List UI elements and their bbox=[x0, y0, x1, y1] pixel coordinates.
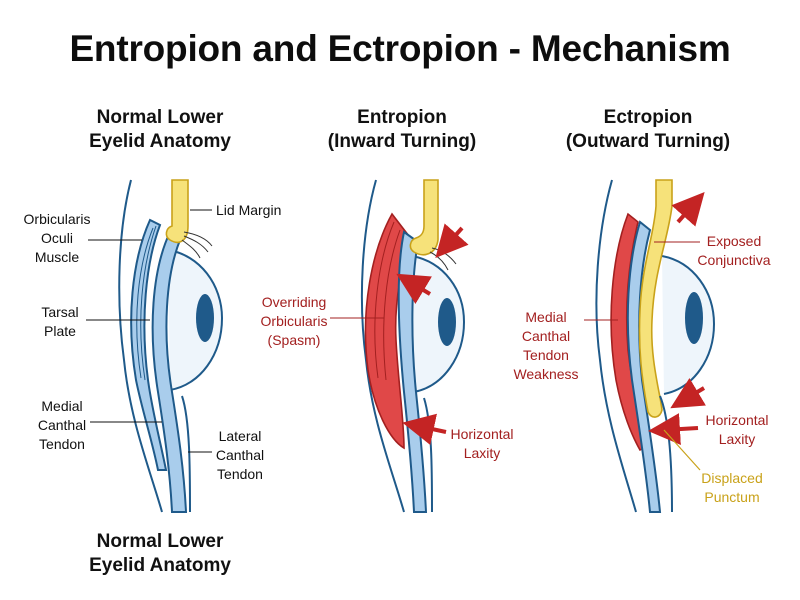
normal-skin-outline bbox=[118, 179, 163, 513]
label-ect-medial-3: Tendon bbox=[523, 347, 569, 363]
label-punctum-1: Displaced bbox=[701, 470, 762, 486]
panel-title-normal: Normal Lower Eyelid Anatomy bbox=[45, 106, 275, 154]
entropion-lid-margin bbox=[409, 179, 439, 256]
label-medial-3: Tendon bbox=[39, 436, 85, 452]
label-lateral-2: Canthal bbox=[216, 447, 264, 463]
label-medial-1: Medial bbox=[41, 398, 82, 414]
entropion-laxity-arrow bbox=[402, 413, 447, 445]
label-orbicularis-2: Oculi bbox=[41, 230, 73, 246]
label-ect-medial-1: Medial bbox=[525, 309, 566, 325]
label-lateral-3: Tendon bbox=[217, 466, 263, 482]
ectropion-laxity-arrow-lower bbox=[648, 413, 699, 446]
bottom-caption: Normal Lower Eyelid Anatomy bbox=[50, 530, 270, 578]
panel-title-ectropion-line2: (Outward Turning) bbox=[565, 131, 731, 152]
normal-cornea bbox=[196, 294, 214, 342]
entropion-inward-arrow-mid bbox=[396, 273, 432, 304]
label-ect-laxity-2: Laxity bbox=[719, 431, 756, 447]
entropion-inward-arrow-top bbox=[435, 223, 469, 258]
bottom-caption-line1: Normal Lower bbox=[96, 531, 224, 552]
panel-title-normal-line1: Normal Lower bbox=[96, 107, 224, 128]
normal-eyeball bbox=[167, 249, 224, 391]
label-lid-margin: Lid Margin bbox=[216, 202, 281, 218]
label-tarsal-2: Plate bbox=[44, 323, 76, 339]
entropion-cornea bbox=[438, 298, 456, 346]
normal-eyelid-illustration bbox=[86, 179, 224, 513]
diagram-title: Entropion and Ectropion - Mechanism bbox=[69, 28, 731, 69]
panel-title-entropion-line1: Entropion bbox=[357, 107, 447, 128]
label-tarsal-1: Tarsal bbox=[41, 304, 78, 320]
label-medial-2: Canthal bbox=[38, 417, 86, 433]
normal-orbicularis-muscle bbox=[130, 218, 168, 471]
label-overriding-2: Orbicularis bbox=[261, 313, 328, 329]
panel-title-normal-line2: Eyelid Anatomy bbox=[89, 131, 231, 152]
label-overriding-3: (Spasm) bbox=[268, 332, 321, 348]
label-ect-laxity-1: Horizontal bbox=[705, 412, 768, 428]
entropion-eyeball bbox=[411, 255, 466, 393]
labels-normal: Lid Margin Orbicularis Oculi Muscle Tars… bbox=[24, 202, 282, 482]
ectropion-cornea bbox=[685, 292, 703, 344]
ectropion-outward-arrow bbox=[671, 192, 705, 227]
label-lateral-1: Lateral bbox=[219, 428, 262, 444]
label-entropion-laxity-2: Laxity bbox=[464, 445, 501, 461]
panel-title-entropion: Entropion (Inward Turning) bbox=[287, 106, 517, 154]
label-exposed-2: Conjunctiva bbox=[697, 252, 770, 268]
entropion-eyelid-illustration bbox=[330, 179, 469, 513]
normal-tarsal-plate bbox=[151, 230, 188, 513]
label-orbicularis-3: Muscle bbox=[35, 249, 80, 265]
label-orbicularis-1: Orbicularis bbox=[24, 211, 91, 227]
ectropion-eyelid-illustration bbox=[584, 179, 716, 513]
ectropion-laxity-arrow-upper bbox=[670, 378, 706, 409]
label-punctum-2: Punctum bbox=[704, 489, 759, 505]
label-entropion-laxity-1: Horizontal bbox=[450, 426, 513, 442]
labels-ectropion: Exposed Conjunctiva Medial Canthal Tendo… bbox=[513, 233, 770, 505]
panel-title-ectropion: Ectropion (Outward Turning) bbox=[533, 106, 763, 154]
label-ect-medial-2: Canthal bbox=[522, 328, 570, 344]
panel-title-ectropion-line1: Ectropion bbox=[603, 107, 693, 128]
label-overriding-1: Overriding bbox=[262, 294, 327, 310]
panel-title-entropion-line2: (Inward Turning) bbox=[327, 131, 477, 152]
normal-lid-margin bbox=[165, 179, 189, 244]
bottom-caption-line2: Eyelid Anatomy bbox=[89, 555, 231, 576]
label-exposed-1: Exposed bbox=[707, 233, 761, 249]
labels-entropion: Overriding Orbicularis (Spasm) Horizonta… bbox=[261, 294, 514, 461]
label-ect-medial-4: Weakness bbox=[513, 366, 578, 382]
